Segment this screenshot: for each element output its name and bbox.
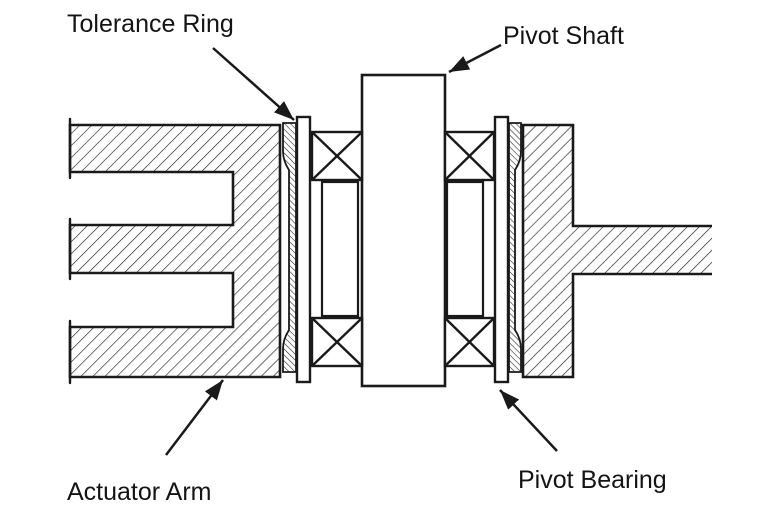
tolerance-ring-left [282,122,297,373]
right-block-hatch [523,125,712,377]
tolerance-ring-label: Tolerance Ring [67,10,234,38]
bearing-element-top-right [443,130,496,182]
actuator-arm-left-section [68,117,282,385]
pivot-bearing-left-cartridge [310,130,364,368]
actuator-arm-right-section [521,123,712,379]
leader-arrows [165,43,558,456]
actuator-arm-body [68,123,282,379]
bearing-element-top-left [310,130,364,182]
pivot-bearing-label: Pivot Bearing [518,466,667,494]
bearing-spacer-right [445,180,485,318]
bearing-element-bottom-left [310,316,364,368]
pivot-bearing-right-cartridge [443,130,496,368]
tolerance-ring-right [508,122,522,373]
pivot-shaft-label: Pivot Shaft [503,22,624,50]
actuator-arm-label: Actuator Arm [67,478,212,506]
bearing-spacer-left [320,180,360,318]
bearing-sleeve-right [493,115,510,384]
actuator-arm-arrow [165,379,224,456]
tolerance-ring-arrow [212,47,295,121]
pivot-shaft-body [360,73,447,388]
pivot-bearing-arrow [499,389,558,452]
bearing-sleeve-left [295,115,312,384]
pivot-shaft-arrow [448,43,502,74]
right-block-outline [521,123,712,379]
bearing-element-bottom-right [443,316,496,368]
